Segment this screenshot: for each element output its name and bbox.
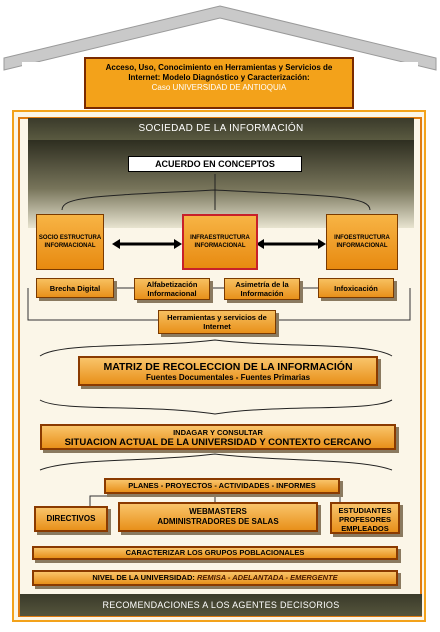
pill-brecha-digital: Brecha Digital (36, 278, 114, 298)
pill-asimetria: Asimetría de la Información (224, 278, 300, 300)
group-estudiantes-line-3: EMPLEADOS (341, 524, 389, 533)
pill-infoxicacion: Infoxicación (318, 278, 394, 298)
nivel-prefix: NIVEL DE LA UNIVERSIDAD: (92, 573, 197, 582)
indagar-box: INDAGAR Y CONSULTAR SITUACION ACTUAL DE … (40, 424, 396, 450)
indagar-line-1: INDAGAR Y CONSULTAR (173, 428, 263, 437)
group-webmasters: WEBMASTERS ADMINISTRADORES DE SALAS (118, 502, 318, 532)
pill-herramientas: Herramientas y servicios de Internet (158, 310, 276, 334)
matriz-title: MATRIZ DE RECOLECCION DE LA INFORMACIÓN (103, 361, 353, 373)
concept-background (28, 140, 414, 228)
matriz-subtitle: Fuentes Documentales - Fuentes Primarias (145, 373, 311, 382)
group-estudiantes-line-2: PROFESORES (338, 515, 392, 524)
indagar-line-2: SITUACION ACTUAL DE LA UNIVERSIDAD Y CON… (64, 437, 372, 448)
group-webmasters-line-1: WEBMASTERS (189, 507, 247, 516)
group-estudiantes-line-1: ESTUDIANTES (338, 506, 392, 515)
group-directivos: DIRECTIVOS (34, 506, 108, 532)
caracterizar-box: CARACTERIZAR LOS GRUPOS POBLACIONALES (32, 546, 398, 560)
group-estudiantes: ESTUDIANTES PROFESORES EMPLEADOS (330, 502, 400, 534)
title-line-1: Acceso, Uso, Conocimiento en Herramienta… (105, 63, 333, 72)
sociedad-band: SOCIEDAD DE LA INFORMACIÓN (28, 118, 414, 140)
node-socio-estructura: SOCIO ESTRUCTURA INFORMACIONAL (36, 214, 104, 270)
title-line-2: Internet: Modelo Diagnóstico y Caracteri… (128, 73, 310, 82)
matriz-box: MATRIZ DE RECOLECCION DE LA INFORMACIÓN … (78, 356, 378, 386)
node-infoestructura: INFOESTRUCTURA INFORMACIONAL (326, 214, 398, 270)
acuerdo-box: ACUERDO EN CONCEPTOS (128, 156, 302, 172)
nivel-box: NIVEL DE LA UNIVERSIDAD: REMISA - ADELAN… (32, 570, 398, 586)
nivel-levels: REMISA - ADELANTADA - EMERGENTE (196, 573, 338, 582)
title-box: Acceso, Uso, Conocimiento en Herramienta… (84, 57, 354, 109)
planes-box: PLANES - PROYECTOS - ACTIVIDADES - INFOR… (104, 478, 340, 494)
title-line-3: Caso UNIVERSIDAD DE ANTIOQUIA (151, 83, 287, 92)
node-infraestructura: INFRAESTRUCTURA INFORMACIONAL (182, 214, 258, 270)
footer-band: RECOMENDACIONES A LOS AGENTES DECISORIOS (20, 594, 422, 616)
pill-alfabetizacion: Alfabetización Informacional (134, 278, 210, 300)
group-webmasters-line-2: ADMINISTRADORES DE SALAS (157, 517, 279, 526)
